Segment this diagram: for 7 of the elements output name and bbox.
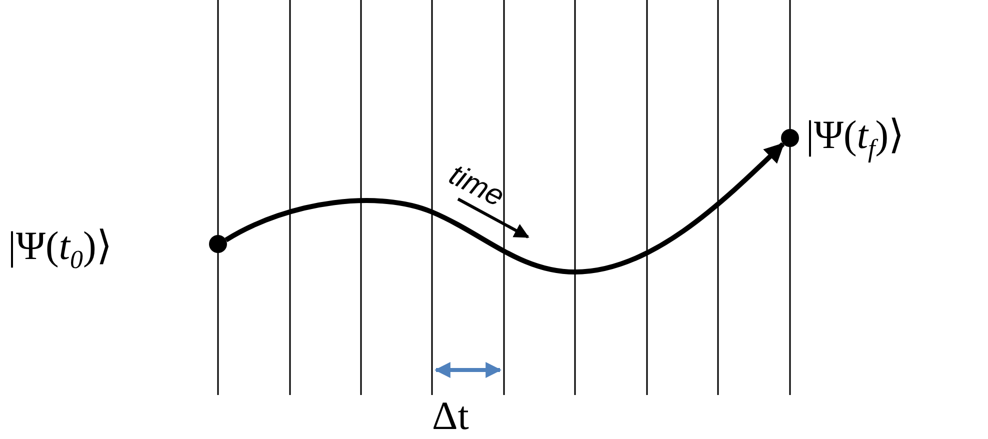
state-label: |Ψ(t$_{0}$)⟩ [8, 226, 112, 273]
point-dot [781, 129, 799, 147]
direction-label: time [444, 160, 508, 212]
curve-arrow [224, 142, 785, 274]
state-label: |Ψ(t$_{f}$)⟩ [806, 115, 905, 162]
point-dot [209, 235, 227, 253]
dimension-label: Δt [432, 396, 469, 436]
